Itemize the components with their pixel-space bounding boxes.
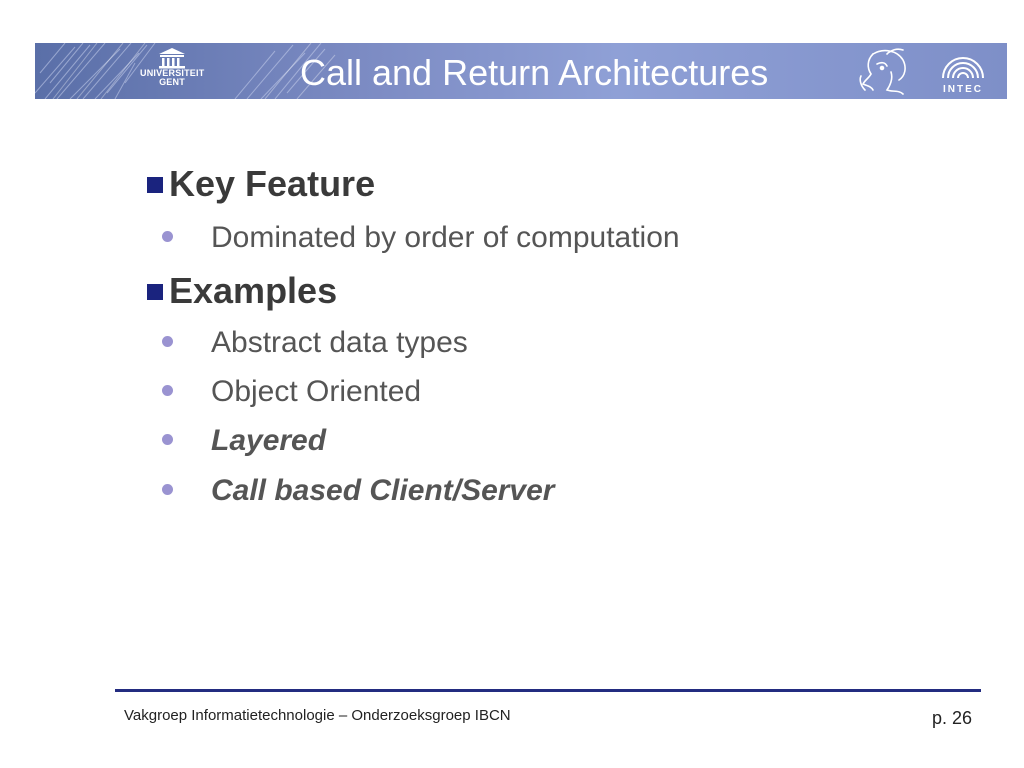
list-item-text: Dominated by order of computation xyxy=(211,221,680,254)
section-heading-key-feature: Key Feature xyxy=(147,164,375,204)
university-logo-line2: GENT xyxy=(159,77,185,87)
square-bullet-icon xyxy=(147,177,163,193)
footer-department: Vakgroep Informatietechnologie – Onderzo… xyxy=(124,707,511,724)
department-logo: INTEC xyxy=(934,47,992,95)
minerva-head-icon xyxy=(859,48,906,95)
section-heading-text: Examples xyxy=(169,270,338,311)
list-item-text: Layered xyxy=(211,424,327,457)
university-logo: UNIVERSITEIT GENT xyxy=(140,47,204,95)
page-number: p. 26 xyxy=(931,708,972,728)
round-bullet-icon xyxy=(162,484,173,495)
list-item: Abstract data types xyxy=(162,325,468,361)
slide-title: Call and Return Architectures xyxy=(300,52,769,93)
department-logo-text: INTEC xyxy=(943,84,983,95)
list-item-text: Call based Client/Server xyxy=(211,474,555,507)
footer-divider xyxy=(115,689,981,692)
list-item: Object Oriented xyxy=(162,374,421,410)
round-bullet-icon xyxy=(162,385,173,396)
round-bullet-icon xyxy=(162,434,173,445)
list-item-text: Object Oriented xyxy=(211,375,422,408)
university-logo-line1: UNIVERSITEIT xyxy=(140,68,205,78)
round-bullet-icon xyxy=(162,231,173,242)
header-banner xyxy=(35,43,1007,99)
round-bullet-icon xyxy=(162,336,173,347)
banner-texture xyxy=(35,43,336,99)
intec-arches-icon xyxy=(942,57,984,79)
university-building-icon xyxy=(159,48,185,69)
list-item-text: Abstract data types xyxy=(211,326,468,359)
square-bullet-icon xyxy=(147,284,163,300)
section-heading-examples: Examples xyxy=(147,271,337,311)
section-heading-text: Key Feature xyxy=(169,163,376,204)
list-item: Layered xyxy=(162,423,326,459)
list-item: Dominated by order of computation xyxy=(162,220,680,256)
list-item: Call based Client/Server xyxy=(162,473,554,509)
